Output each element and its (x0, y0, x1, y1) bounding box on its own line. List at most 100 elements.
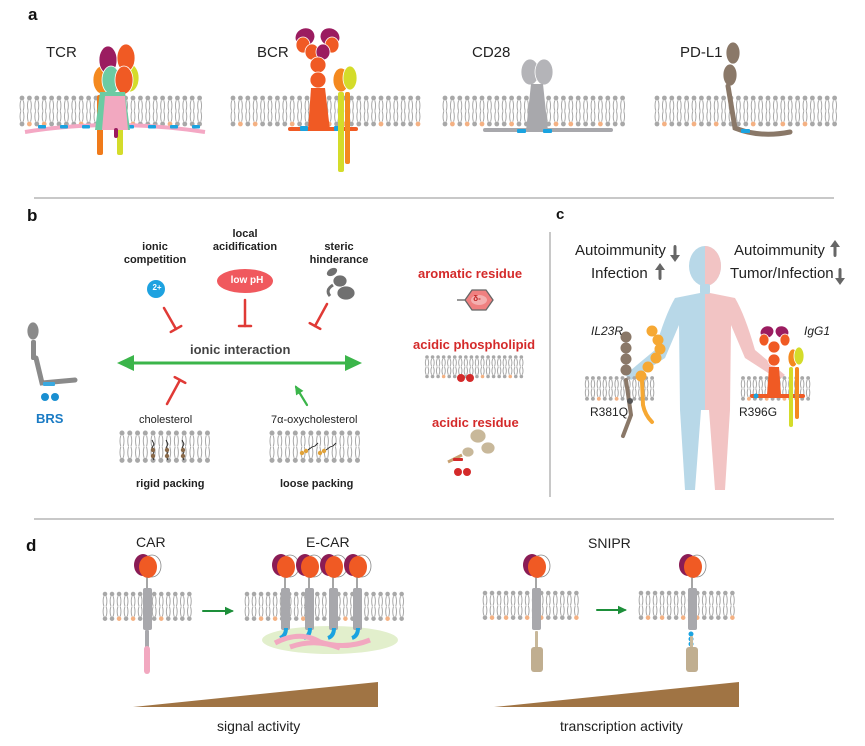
lipid-head (583, 121, 588, 127)
igg-light (779, 333, 791, 347)
lipid-head (514, 374, 518, 379)
lipid-head (560, 615, 565, 620)
lipid-head (721, 95, 726, 101)
lipid-head (810, 95, 815, 101)
lipid-head (430, 374, 435, 379)
lipid-tail (669, 111, 675, 122)
lipid-head (130, 95, 136, 101)
aromatic-ring-icon (457, 289, 494, 311)
lipid-tail (34, 111, 40, 122)
lipid-tail (661, 111, 667, 122)
lipid-tail (583, 111, 589, 122)
lipid-head (297, 95, 302, 101)
lipid-head (591, 396, 595, 401)
lipid-tail (643, 388, 649, 398)
scfv-light (349, 556, 367, 578)
left-infection-label: Infection (591, 265, 648, 282)
lipid-head (189, 457, 195, 463)
lipid-head (269, 430, 275, 436)
lipid-tail (371, 596, 376, 607)
lipid-tail (441, 358, 446, 367)
lipid-head (802, 121, 808, 127)
lipid-head (258, 616, 264, 621)
lipid-tail (204, 446, 210, 458)
lipid-head (741, 396, 745, 401)
lipid-tail (509, 111, 515, 122)
lipid-head (251, 591, 257, 597)
transmembrane-domain (305, 588, 314, 630)
itam-motif (82, 125, 90, 129)
brs-motif (517, 129, 526, 133)
protein-domain (469, 428, 487, 444)
lipid-tail (127, 435, 133, 447)
lipid-tail (292, 435, 298, 447)
lipid-head (293, 616, 299, 621)
lipid-head (787, 95, 793, 101)
inhibit-arrow-shaft (313, 302, 329, 328)
lipid-tail (130, 606, 136, 617)
lipid-tail (197, 435, 203, 447)
lipid-head (723, 615, 728, 620)
lipid-tail (553, 111, 559, 122)
lipid-tail (364, 606, 369, 617)
lipid-head (691, 121, 697, 127)
brs-charge (688, 631, 694, 637)
lipid-tail (545, 605, 551, 616)
lipid-head (392, 616, 397, 621)
lipid-head (501, 95, 507, 101)
lipid-tail (348, 100, 354, 111)
acidification-inhibit (237, 298, 253, 328)
lipid-tail (186, 596, 192, 607)
inhibit-arrow-shaft (165, 378, 182, 406)
itam-motif (38, 125, 46, 129)
lipid-tail (356, 111, 362, 122)
lipid-tail (817, 111, 823, 122)
lipid-head (204, 457, 210, 463)
lipid-head (197, 95, 203, 101)
lipid-head (349, 121, 354, 127)
lipid-tail (503, 605, 509, 616)
lipid-tail (252, 111, 258, 122)
lipid-tail (552, 595, 558, 606)
oxycholesterol-ring (317, 450, 323, 456)
lipid-head (620, 121, 625, 127)
lipid-tail (614, 388, 619, 398)
lipid-tail (399, 606, 405, 617)
lipid-head (645, 615, 651, 620)
lipid-tail (449, 100, 455, 111)
lipid-head (598, 95, 603, 101)
lipid-tail (489, 595, 495, 606)
lipid-tail (19, 100, 25, 111)
lipid-head (292, 457, 298, 463)
lipid-tail (293, 596, 299, 607)
lipid-tail (597, 100, 603, 111)
lipid-tail (523, 100, 529, 111)
transmembrane-domain (353, 588, 362, 630)
lipid-head (736, 121, 741, 127)
lipid-head (316, 430, 322, 436)
cd79b-chain (338, 92, 344, 172)
lipid-tail (765, 100, 771, 111)
lipid-tail (447, 358, 452, 367)
divalent-cation-icon (147, 280, 165, 298)
il23r-tail (621, 378, 634, 438)
lipid-tail (605, 100, 611, 111)
lipid-tail (698, 111, 704, 122)
lipid-head (86, 95, 91, 101)
lipid-head (716, 615, 721, 620)
lipid-tail (474, 358, 480, 367)
lipid-head (119, 457, 125, 463)
protein-domain (480, 441, 496, 455)
lipid-tail (447, 366, 452, 375)
lipid-head (447, 355, 452, 359)
lipid-head (765, 121, 771, 127)
lipid-head (304, 95, 310, 101)
lipid-tail (772, 111, 778, 122)
lipid-head (503, 615, 509, 620)
lipid-head (258, 591, 264, 597)
lipid-head (662, 95, 667, 101)
lipid-head (475, 355, 479, 359)
lipid-head (334, 121, 339, 127)
brs-segment (351, 627, 360, 640)
lipid-head (666, 615, 672, 620)
